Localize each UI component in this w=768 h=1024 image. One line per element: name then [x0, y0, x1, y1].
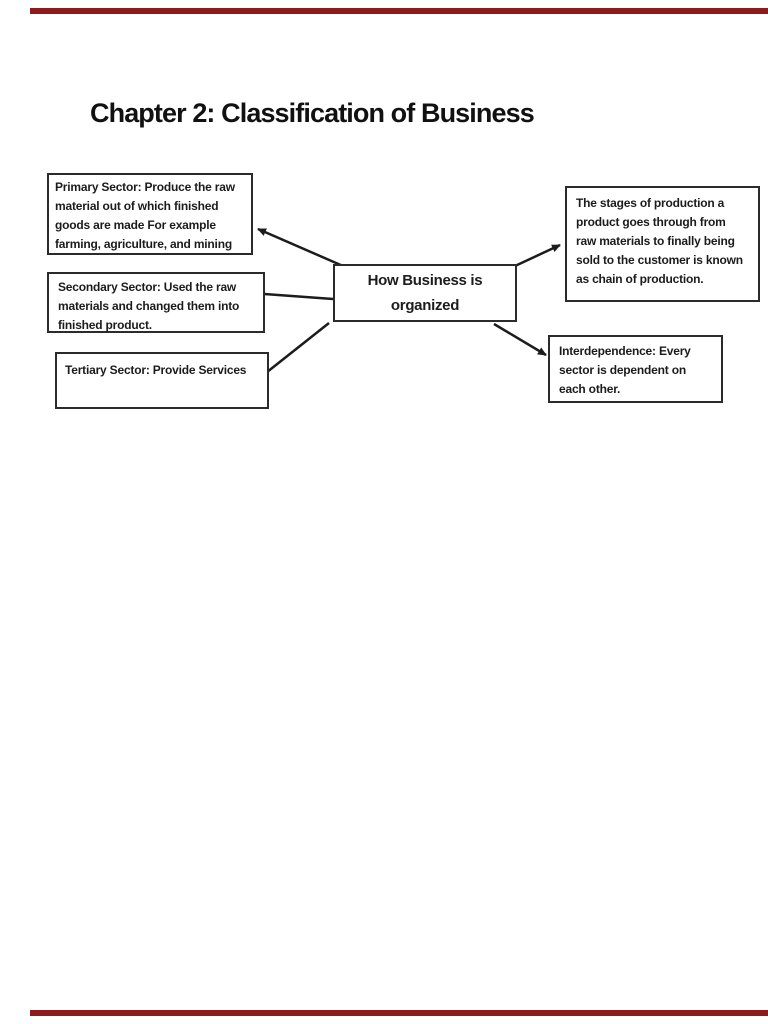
center-node-text: How Business is organized: [367, 272, 483, 314]
node-tertiary-sector: Tertiary Sector: Provide Services: [55, 352, 269, 409]
arrow-to-interdependence-icon: [493, 322, 547, 357]
secondary-sector-text: Secondary Sector: Used the raw materials…: [58, 280, 240, 332]
arrow-to-primary-icon: [257, 227, 344, 268]
interdependence-text: Interdependence: Every sector is depende…: [559, 344, 691, 396]
arrow-to-chain-icon: [514, 243, 561, 268]
page-title: Chapter 2: Classification of Business: [90, 98, 535, 128]
top-accent-bar: [30, 8, 768, 14]
node-primary-sector: Primary Sector: Produce the raw material…: [47, 173, 253, 255]
bottom-accent-bar: [30, 1010, 768, 1016]
node-secondary-sector: Secondary Sector: Used the raw materials…: [47, 272, 265, 333]
primary-sector-text: Primary Sector: Produce the raw material…: [55, 180, 235, 251]
tertiary-sector-text: Tertiary Sector: Provide Services: [65, 363, 247, 377]
node-chain-of-production: The stages of production a product goes …: [565, 186, 760, 302]
node-how-business-is-organized: How Business is organized: [333, 264, 517, 322]
chain-of-production-text: The stages of production a product goes …: [576, 196, 743, 286]
node-interdependence: Interdependence: Every sector is depende…: [548, 335, 723, 403]
